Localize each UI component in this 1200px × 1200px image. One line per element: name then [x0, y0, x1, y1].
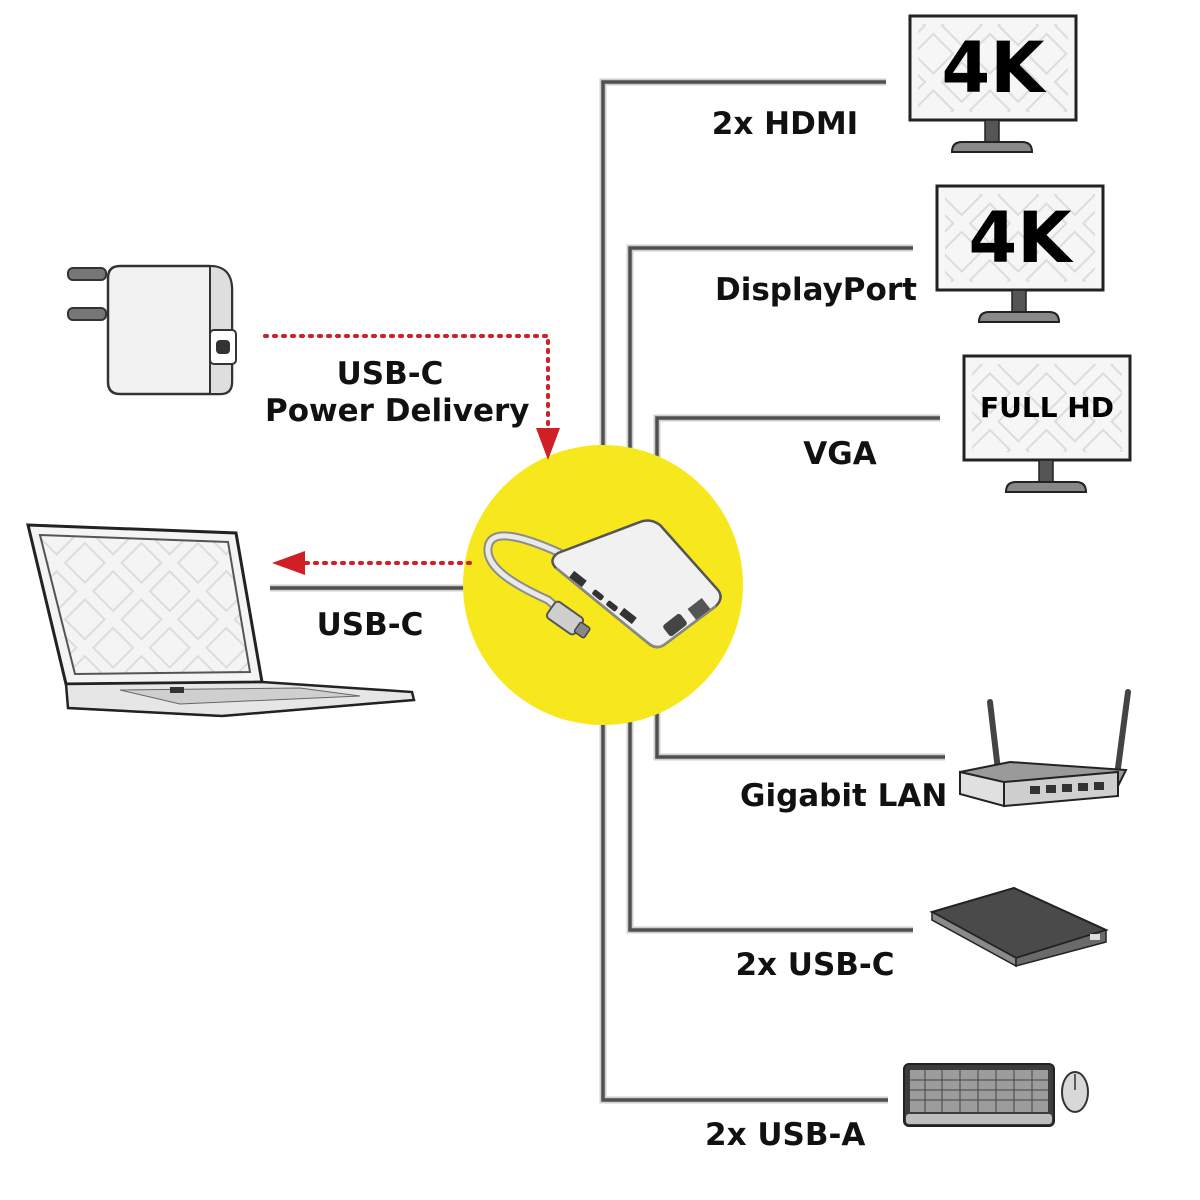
keyboard-mouse-icon [895, 1055, 1095, 1135]
monitor-vga [956, 348, 1146, 498]
vga-resolution: FULL HD [980, 391, 1114, 424]
label-power-delivery-line2: Power Delivery [265, 393, 530, 429]
label-laptop-usb-c: USB-C [316, 607, 424, 643]
label-usb-c-out: 2x USB-C [735, 947, 895, 983]
label-gigabit-lan: Gigabit LAN [740, 778, 948, 814]
external-drive-icon [925, 880, 1115, 975]
label-power-delivery-line1: USB-C [336, 356, 444, 392]
label-hdmi: 2x HDMI [711, 106, 859, 142]
power-delivery-arrow [263, 334, 560, 460]
label-vga: VGA [803, 436, 877, 472]
hdmi-resolution: 4K [941, 27, 1045, 109]
monitor-hdmi [902, 8, 1092, 158]
usb-c-hub-icon [483, 519, 722, 649]
laptop-icon [18, 518, 416, 718]
displayport-resolution: 4K [968, 197, 1072, 279]
label-displayport: DisplayPort [715, 272, 917, 308]
monitor-displayport [929, 178, 1119, 328]
label-usb-a-out: 2x USB-A [705, 1117, 866, 1153]
laptop-arrow [272, 551, 472, 575]
power-adapter-icon [67, 260, 250, 410]
router-icon [950, 685, 1140, 820]
